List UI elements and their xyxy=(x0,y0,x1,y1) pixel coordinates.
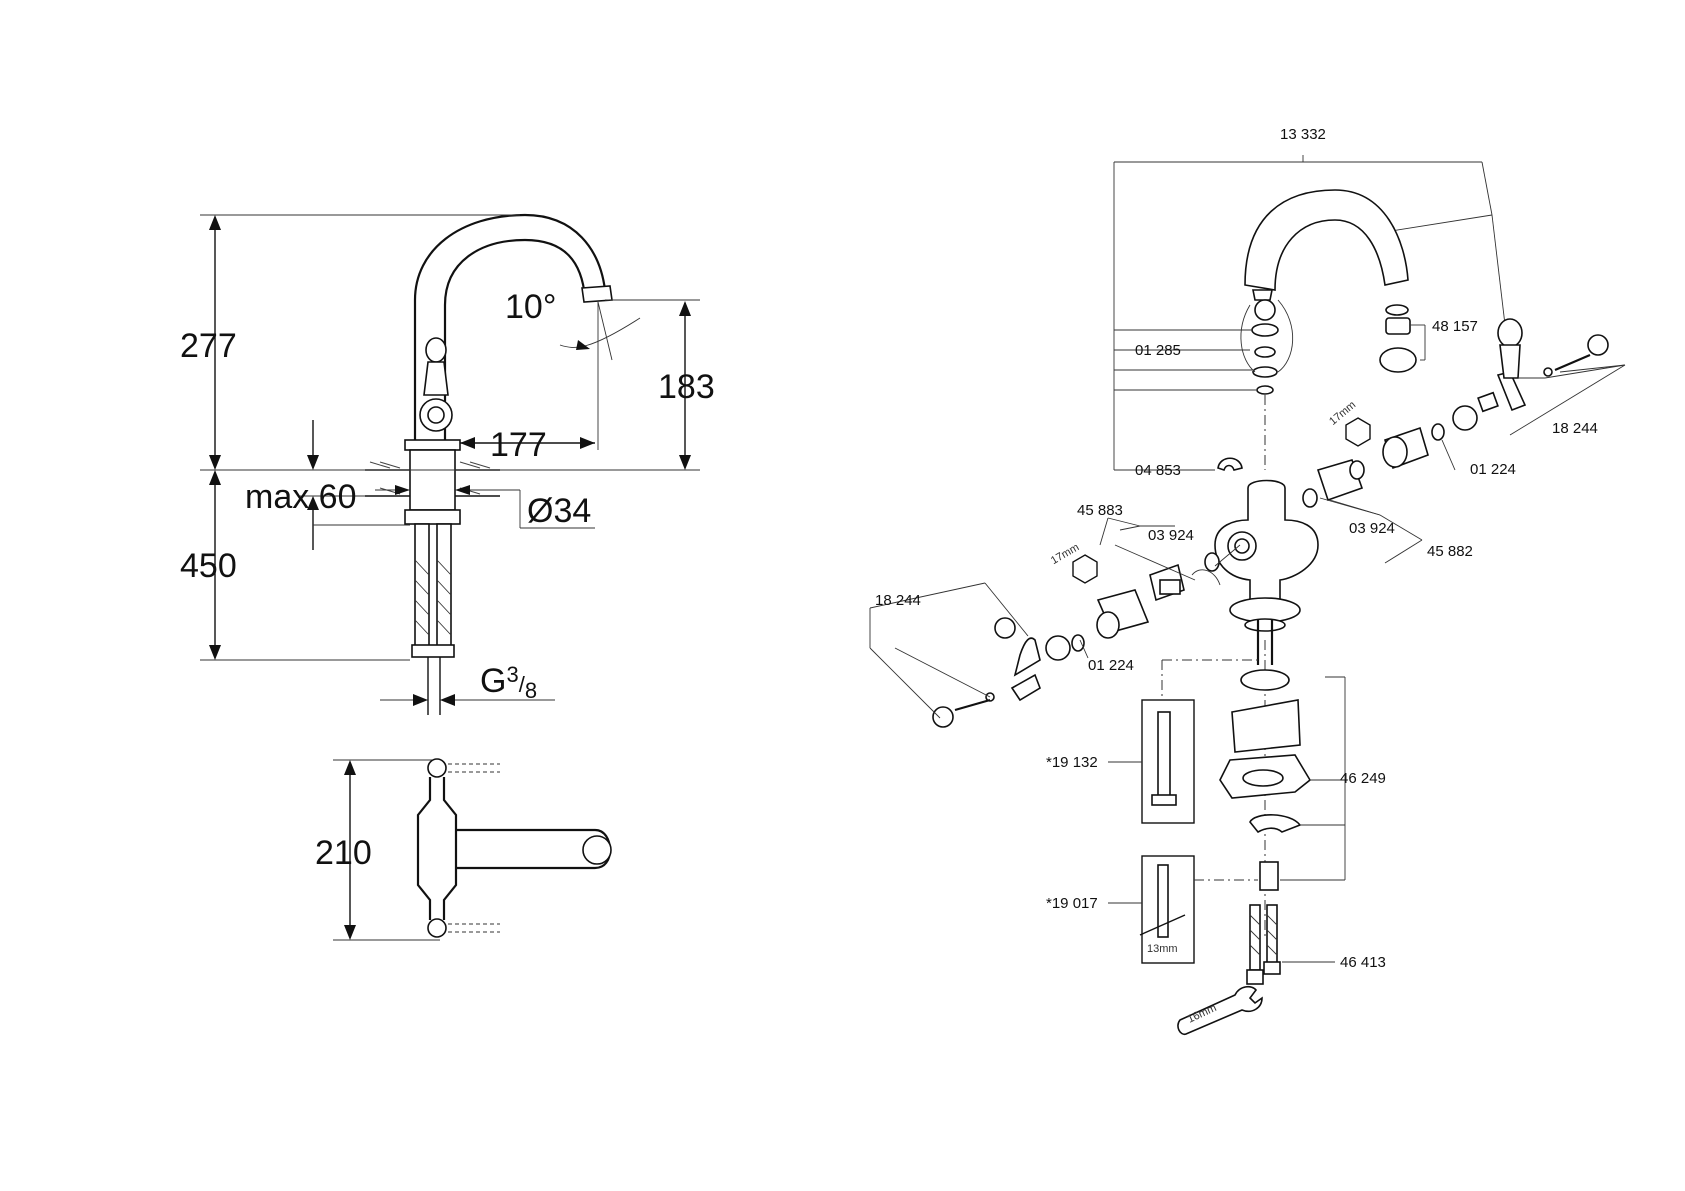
part-tool-1-label: *19 132 xyxy=(1046,754,1098,771)
part-cap-right-label: 01 224 xyxy=(1470,461,1516,478)
dim-handle-spread: 210 xyxy=(315,834,372,872)
part-cartridge-right-label: 45 882 xyxy=(1427,543,1473,560)
dim-height-total: 277 xyxy=(180,327,237,365)
part-spout-label: 13 332 xyxy=(1280,126,1326,143)
part-aerator-label: 48 157 xyxy=(1432,318,1478,335)
part-cartridge-left-label: 45 883 xyxy=(1077,502,1123,519)
exploded-view: 17mm 17mm xyxy=(870,126,1625,1034)
part-handle-left-label: 18 244 xyxy=(875,592,921,609)
part-ring-set-label: 01 285 xyxy=(1135,342,1181,359)
part-hose-label: 46 413 xyxy=(1340,954,1386,971)
part-tool-2-label: *19 017 xyxy=(1046,895,1098,912)
top-view-drawing: 210 xyxy=(315,759,611,940)
dim-connection: G3/8 xyxy=(480,662,537,703)
part-cartridge-left-o-label: 03 924 xyxy=(1148,527,1194,544)
dim-max-deck: max.60 xyxy=(245,478,357,516)
dim-hole-diameter: Ø34 xyxy=(527,492,591,530)
part-cap-left-label: 01 224 xyxy=(1088,657,1134,674)
part-handle-right-label: 18 244 xyxy=(1552,420,1598,437)
dim-hose-length: 450 xyxy=(180,547,237,585)
dim-height-spout: 183 xyxy=(658,368,715,406)
part-clip-label: 04 853 xyxy=(1135,462,1181,479)
part-tool-2-size-label: 13mm xyxy=(1147,943,1178,955)
part-mount-set-label: 46 249 xyxy=(1340,770,1386,787)
side-view-drawing: 277 183 177 10° max.60 Ø34 450 G3/8 xyxy=(180,215,715,715)
dim-reach: 177 xyxy=(490,426,547,464)
part-cartridge-right-o-label: 03 924 xyxy=(1349,520,1395,537)
dim-angle: 10° xyxy=(505,288,556,326)
wrench-17-left-label: 17mm xyxy=(1049,541,1081,567)
wrench-17-right-label: 17mm xyxy=(1327,399,1358,428)
